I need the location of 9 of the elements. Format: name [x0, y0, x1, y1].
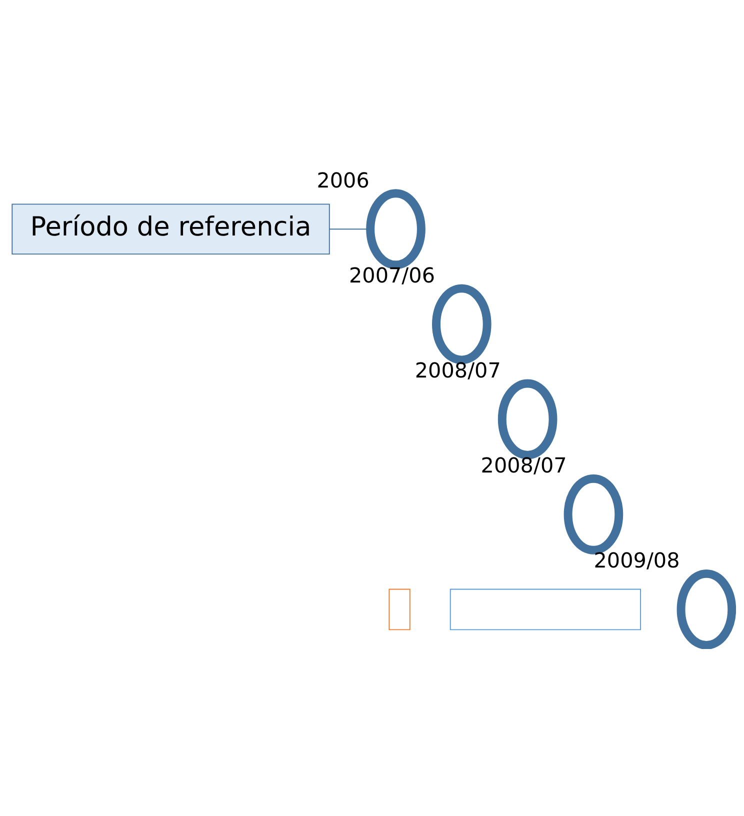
node-box [388, 588, 410, 630]
node-label: 2009/08 [594, 548, 680, 573]
node-label: 2008/07 [480, 454, 567, 478]
node-label: 2007/06 [348, 263, 436, 288]
node-box: Período de referencia [12, 204, 330, 255]
node-box [450, 588, 641, 630]
node-label: 2006 [316, 168, 370, 192]
node-ring [676, 569, 736, 649]
node-label: 2008/07 [414, 358, 501, 382]
